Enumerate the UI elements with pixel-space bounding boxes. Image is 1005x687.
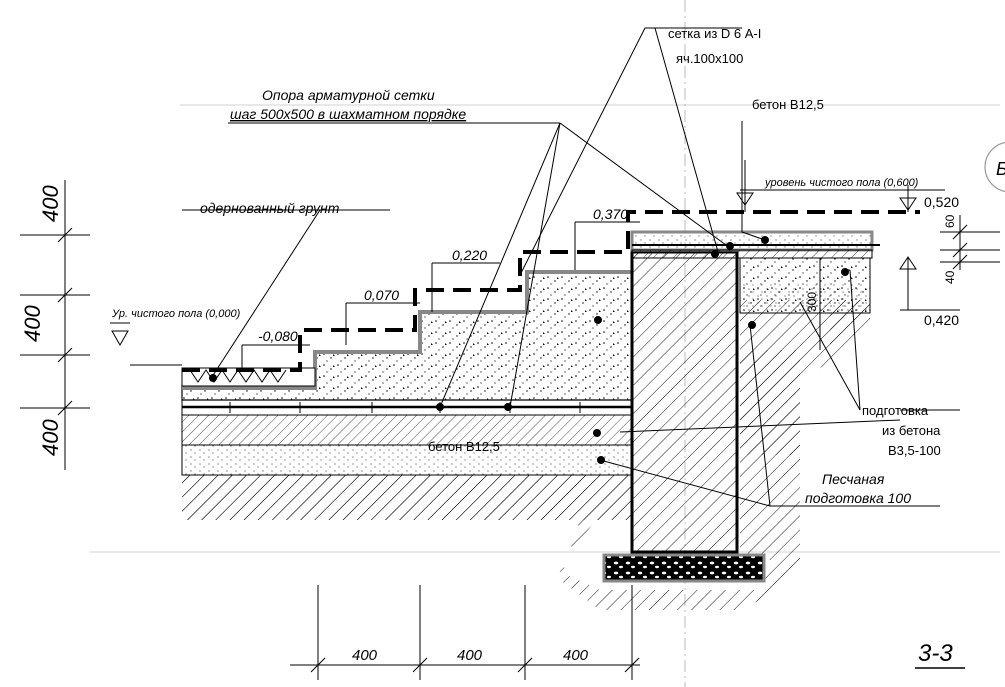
ground-hatch [182, 300, 870, 610]
concrete-mid-label: бетон В12,5 [428, 439, 500, 454]
dim-bottom-1: 400 [352, 647, 378, 664]
gravel-footing [602, 553, 766, 583]
dim-right-60: 60 [943, 214, 957, 228]
leader-lines [182, 27, 960, 507]
level-l6: -0,080 [258, 328, 298, 344]
sand-prep-1: Песчаная [822, 471, 885, 487]
left-dimension-chain [20, 180, 90, 470]
bottom-dimension-chain [290, 585, 640, 680]
mesh-support-2: шаг 500х500 в шахматном порядке [230, 106, 466, 122]
concrete-top-label: бетон В12,5 [752, 97, 824, 112]
right-dimension-chain [819, 215, 1000, 350]
level-l4: 0,220 [452, 247, 487, 263]
level-l5: 0,070 [364, 287, 399, 303]
dim-left-top: 400 [38, 185, 63, 222]
level-l1: 0,520 [924, 194, 959, 210]
top-slab [630, 230, 874, 252]
mesh-title: сетка из D 6 А-I [668, 26, 761, 41]
finish-dashed-line [182, 210, 920, 372]
dim-left-bottom: 400 [38, 419, 63, 456]
dim-right-300: 300 [805, 292, 819, 312]
concrete-prep-2: из бетона [882, 423, 941, 438]
clean-floor-level-label: уровень чистого пола (0,600) [764, 177, 919, 189]
section-title: 3-3 [918, 640, 953, 667]
level-l3: 0,370 [593, 206, 628, 222]
mesh-support-1: Опора арматурной сетки [262, 87, 435, 103]
dim-left-mid: 400 [20, 305, 45, 342]
sod-ground-label: одернованный грунт [200, 200, 340, 216]
axis-marker-circle [984, 141, 1005, 193]
mesh-cell: яч.100х100 [676, 51, 743, 66]
level-l2: 0,420 [924, 312, 959, 328]
sand-layer [181, 444, 633, 476]
axis-marker-label: Б [996, 159, 1005, 179]
dim-bottom-2: 400 [457, 647, 483, 664]
dim-bottom-3: 400 [563, 647, 589, 664]
concrete-prep-1: подготовка [862, 403, 929, 418]
floor-level-zero-label: Ур. чистого пола (0,000) [111, 308, 241, 320]
concrete-prep-3: В3,5-100 [888, 443, 941, 458]
foundation-wall [630, 250, 739, 554]
dim-right-40: 40 [943, 270, 957, 284]
sand-prep-2: подготовка 100 [805, 490, 911, 506]
concrete-prep-layer [181, 414, 633, 446]
level-markers [110, 160, 960, 370]
